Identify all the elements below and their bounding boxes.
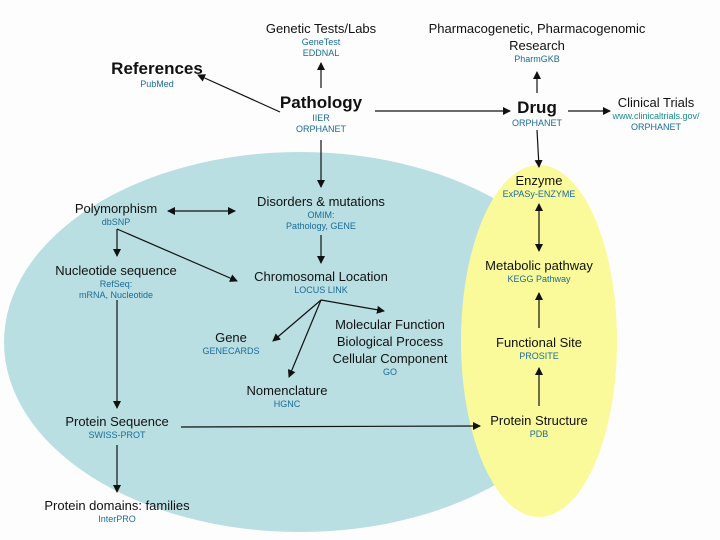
node-source[interactable]: PubMed <box>140 79 174 89</box>
node-title: Protein Sequence <box>65 414 169 429</box>
node-enzyme: Enzyme ExPASy-ENZYME <box>503 172 576 200</box>
edge-arrow-polymorphism-to-chromosomal <box>116 228 238 282</box>
node-title: Drug <box>517 98 557 117</box>
node-drug: Drug ORPHANET <box>512 98 562 129</box>
edge-arrow-protein-sequence-to-protein-structure <box>180 422 481 431</box>
edge-arrow-drug-to-enzyme <box>534 129 543 168</box>
node-title-line2: Research <box>509 38 565 53</box>
node-title: Protein domains: families <box>44 498 190 513</box>
node-source[interactable]: mRNA, Nucleotide <box>78 290 154 300</box>
node-genetic-tests: Genetic Tests/Labs GeneTest EDDNAL <box>266 20 376 59</box>
node-source[interactable]: SWISS-PROT <box>88 430 146 440</box>
node-source[interactable]: GO <box>382 367 397 377</box>
node-title: Enzyme <box>515 173 563 188</box>
node-source[interactable]: LOCUS LINK <box>294 285 348 295</box>
node-title: Gene <box>215 330 247 345</box>
node-nucleotide-sequence: Nucleotide sequence RefSeq: mRNA, Nucleo… <box>55 262 176 301</box>
node-title: Metabolic pathway <box>485 258 593 273</box>
node-source[interactable]: IIER <box>312 113 330 123</box>
node-pathology: Pathology IIER ORPHANET <box>280 93 362 135</box>
node-title: Cellular Component <box>332 351 448 366</box>
node-source[interactable]: ORPHANET <box>630 122 681 132</box>
node-source[interactable]: PDB <box>529 429 549 439</box>
edge-arrow-chromosomal-to-gene <box>272 299 322 342</box>
node-source[interactable]: InterPRO <box>98 514 136 524</box>
node-chromosomal-location: Chromosomal Location LOCUS LINK <box>254 268 388 296</box>
node-source[interactable]: ExPASy-ENZYME <box>502 189 576 199</box>
edge-arrow-chromosomal-to-go <box>320 299 385 314</box>
node-source[interactable]: GENECARDS <box>202 346 260 356</box>
edge-arrow-pathology-to-references <box>197 74 281 113</box>
node-title: Molecular Function <box>335 317 445 332</box>
node-source[interactable]: EDDNAL <box>302 48 340 58</box>
node-polymorphism: Polymorphism dbSNP <box>75 200 157 228</box>
node-link[interactable]: www.clinicaltrials.gov/ <box>612 111 700 121</box>
node-references: References PubMed <box>111 59 203 90</box>
node-source[interactable]: dbSNP <box>101 217 131 227</box>
node-source[interactable]: PharmGKB <box>514 54 560 64</box>
node-source[interactable]: RefSeq: <box>99 279 133 289</box>
node-source[interactable]: HGNC <box>273 399 301 409</box>
node-title: Pathology <box>279 93 363 112</box>
node-title: Biological Process <box>336 334 444 349</box>
node-source[interactable]: ORPHANET <box>295 124 347 134</box>
node-pharmaco-research: Pharmacogenetic, Pharmacogenomic Researc… <box>429 20 646 65</box>
node-disorders: Disorders & mutations OMIM: Pathology, G… <box>257 193 385 232</box>
node-title: References <box>111 59 203 78</box>
node-nomenclature: Nomenclature HGNC <box>247 382 328 410</box>
node-metabolic-pathway: Metabolic pathway KEGG Pathway <box>485 257 593 285</box>
node-source[interactable]: OMIM: <box>307 210 335 220</box>
node-gene-ontology: Molecular Function Biological Process Ce… <box>333 316 448 378</box>
node-title: Functional Site <box>496 335 582 350</box>
disease-region-ellipse <box>4 152 596 532</box>
node-title: Clinical Trials <box>617 95 695 110</box>
node-source[interactable]: ORPHANET <box>511 118 563 128</box>
node-title: Chromosomal Location <box>254 269 388 284</box>
node-source[interactable]: PROSITE <box>519 351 559 361</box>
node-protein-sequence: Protein Sequence SWISS-PROT <box>65 413 168 441</box>
node-functional-site: Functional Site PROSITE <box>496 334 582 362</box>
node-source[interactable]: KEGG Pathway <box>507 274 571 284</box>
node-title: Disorders & mutations <box>257 194 385 209</box>
node-title: Pharmacogenetic, Pharmacogenomic <box>428 21 646 36</box>
node-gene: Gene GENECARDS <box>202 329 259 357</box>
node-protein-domains: Protein domains: families InterPRO <box>44 497 189 525</box>
node-title: Protein Structure <box>490 413 588 428</box>
node-clinical-trials: Clinical Trials www.clinicaltrials.gov/ … <box>612 94 699 133</box>
node-source[interactable]: Pathology, GENE <box>286 221 356 231</box>
drug-region-ellipse <box>461 165 617 517</box>
node-protein-structure: Protein Structure PDB <box>490 412 588 440</box>
edge-arrow-chromosomal-to-nomenclature <box>287 299 322 378</box>
node-title: Nucleotide sequence <box>55 263 177 278</box>
node-source[interactable]: GeneTest <box>301 37 341 47</box>
node-title: Nomenclature <box>246 383 328 398</box>
node-title: Polymorphism <box>74 201 158 216</box>
node-title: Genetic Tests/Labs <box>265 21 377 36</box>
